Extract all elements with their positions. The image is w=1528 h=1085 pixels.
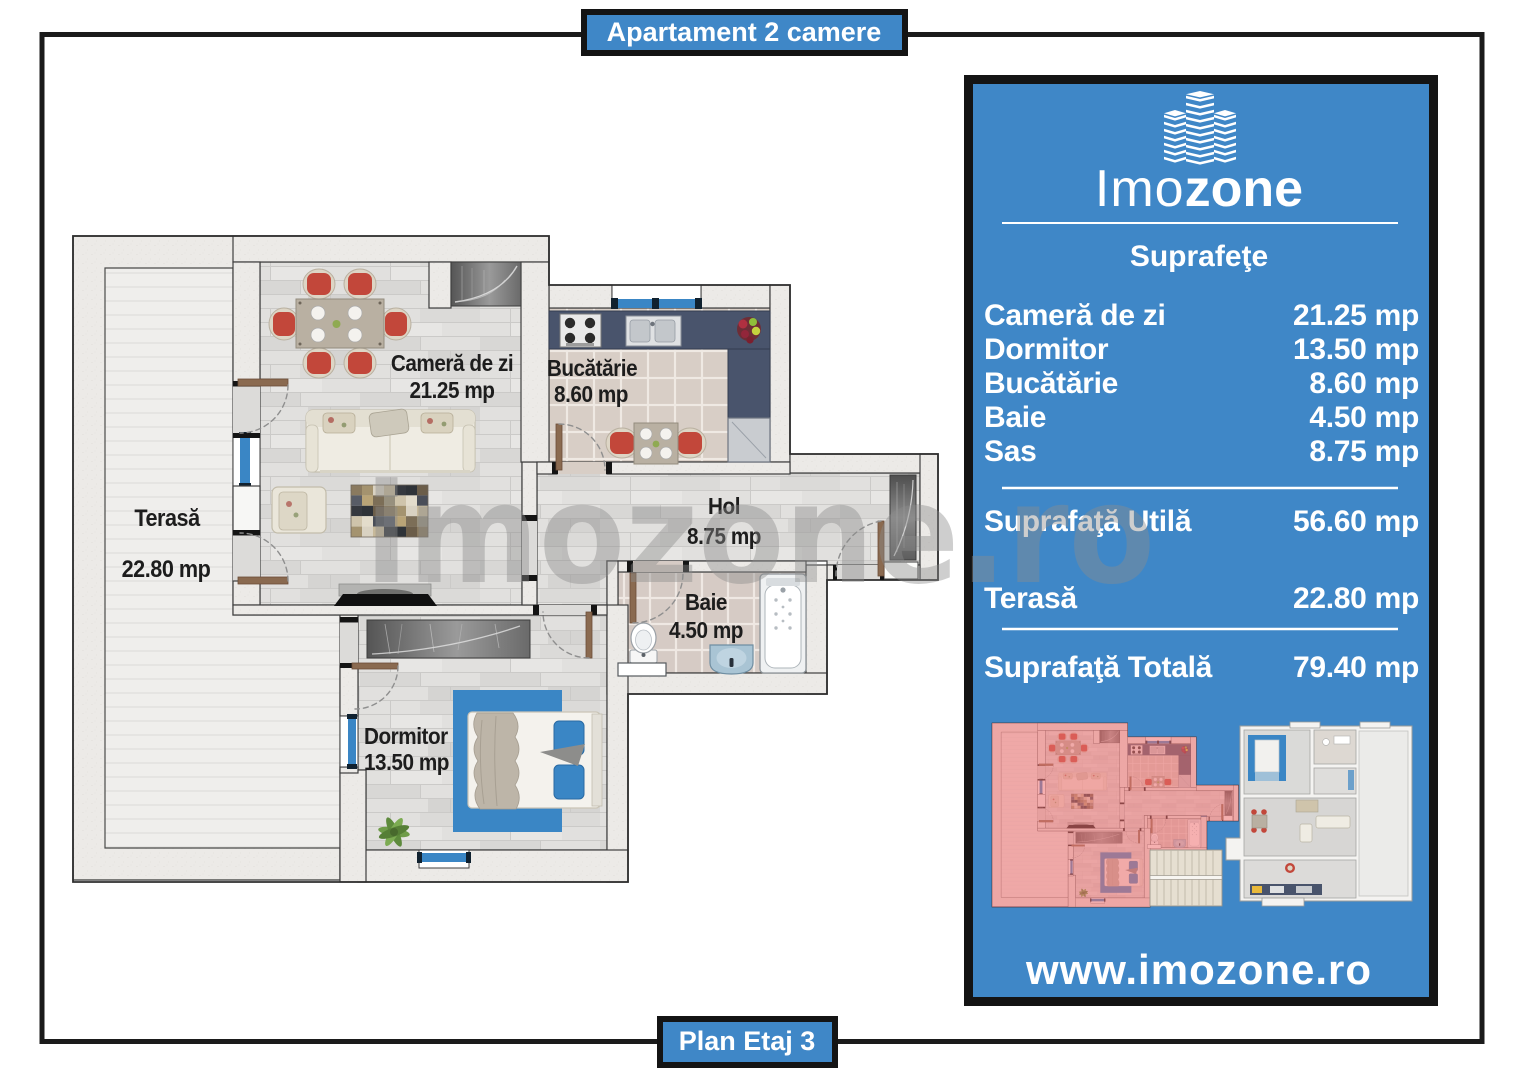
area-kitchen: 8.60 mp [554, 381, 628, 407]
total-rows: Suprafaţă Utilă 56.60 mp Terasă 22.80 mp… [984, 505, 1419, 684]
bottom-badge-title: Plan Etaj 3 [679, 1026, 816, 1056]
row-label: Bucătărie [984, 367, 1118, 400]
total-label: Suprafaţă Totală [984, 651, 1213, 684]
neighbour-apartment [1225, 721, 1413, 907]
highlighted-apartment [992, 722, 1239, 908]
logo-wordmark: Imozone [1095, 160, 1303, 218]
area-living: 21.25 mp [410, 377, 495, 403]
panel-subtitle: Suprafeţe [1130, 240, 1268, 273]
total-value: 79.40 mp [1293, 651, 1419, 684]
row-value: 13.50 mp [1293, 333, 1419, 366]
top-badge: Apartament 2 camere [581, 9, 908, 56]
watermark: imozone.ro [365, 454, 1155, 615]
room-labels: Cameră de zi 21.25 mp Bucătărie 8.60 mp … [122, 350, 762, 775]
row-label: Cameră de zi [984, 299, 1165, 332]
row-value: 21.25 mp [1293, 299, 1419, 332]
label-living: Cameră de zi [391, 350, 513, 376]
label-kitchen: Bucătărie [547, 355, 638, 381]
row-value: 8.75 mp [1309, 435, 1419, 468]
area-bedroom: 13.50 mp [364, 749, 449, 775]
row-label: Baie [984, 401, 1046, 434]
area-hall: 8.75 mp [687, 523, 761, 549]
label-hall: Hol [708, 493, 740, 519]
mini-floor-plan [992, 721, 1413, 908]
label-terrace: Terasă [134, 504, 200, 531]
website-url: www.imozone.ro [1025, 946, 1372, 993]
total-value: 22.80 mp [1293, 582, 1419, 615]
label-bath: Baie [685, 589, 727, 615]
total-value: 56.60 mp [1293, 505, 1419, 538]
row-label: Sas [984, 435, 1036, 468]
bottom-badge: Plan Etaj 3 [657, 1016, 838, 1068]
top-badge-title: Apartament 2 camere [607, 17, 882, 47]
area-terrace: 22.80 mp [122, 555, 211, 582]
row-label: Dormitor [984, 333, 1109, 366]
logo-building-icon [1164, 91, 1236, 165]
info-panel: Imozone Suprafeţe Cameră de zi 21.25 mp … [964, 75, 1438, 1006]
label-bedroom: Dormitor [364, 723, 449, 749]
area-rows: Cameră de zi 21.25 mp Dormitor 13.50 mp … [984, 299, 1419, 468]
total-label: Suprafaţă Utilă [984, 505, 1192, 538]
area-bath: 4.50 mp [669, 617, 743, 643]
total-label: Terasă [984, 582, 1077, 615]
staircase [1149, 849, 1223, 907]
row-value: 4.50 mp [1309, 401, 1419, 434]
row-value: 8.60 mp [1309, 367, 1419, 400]
